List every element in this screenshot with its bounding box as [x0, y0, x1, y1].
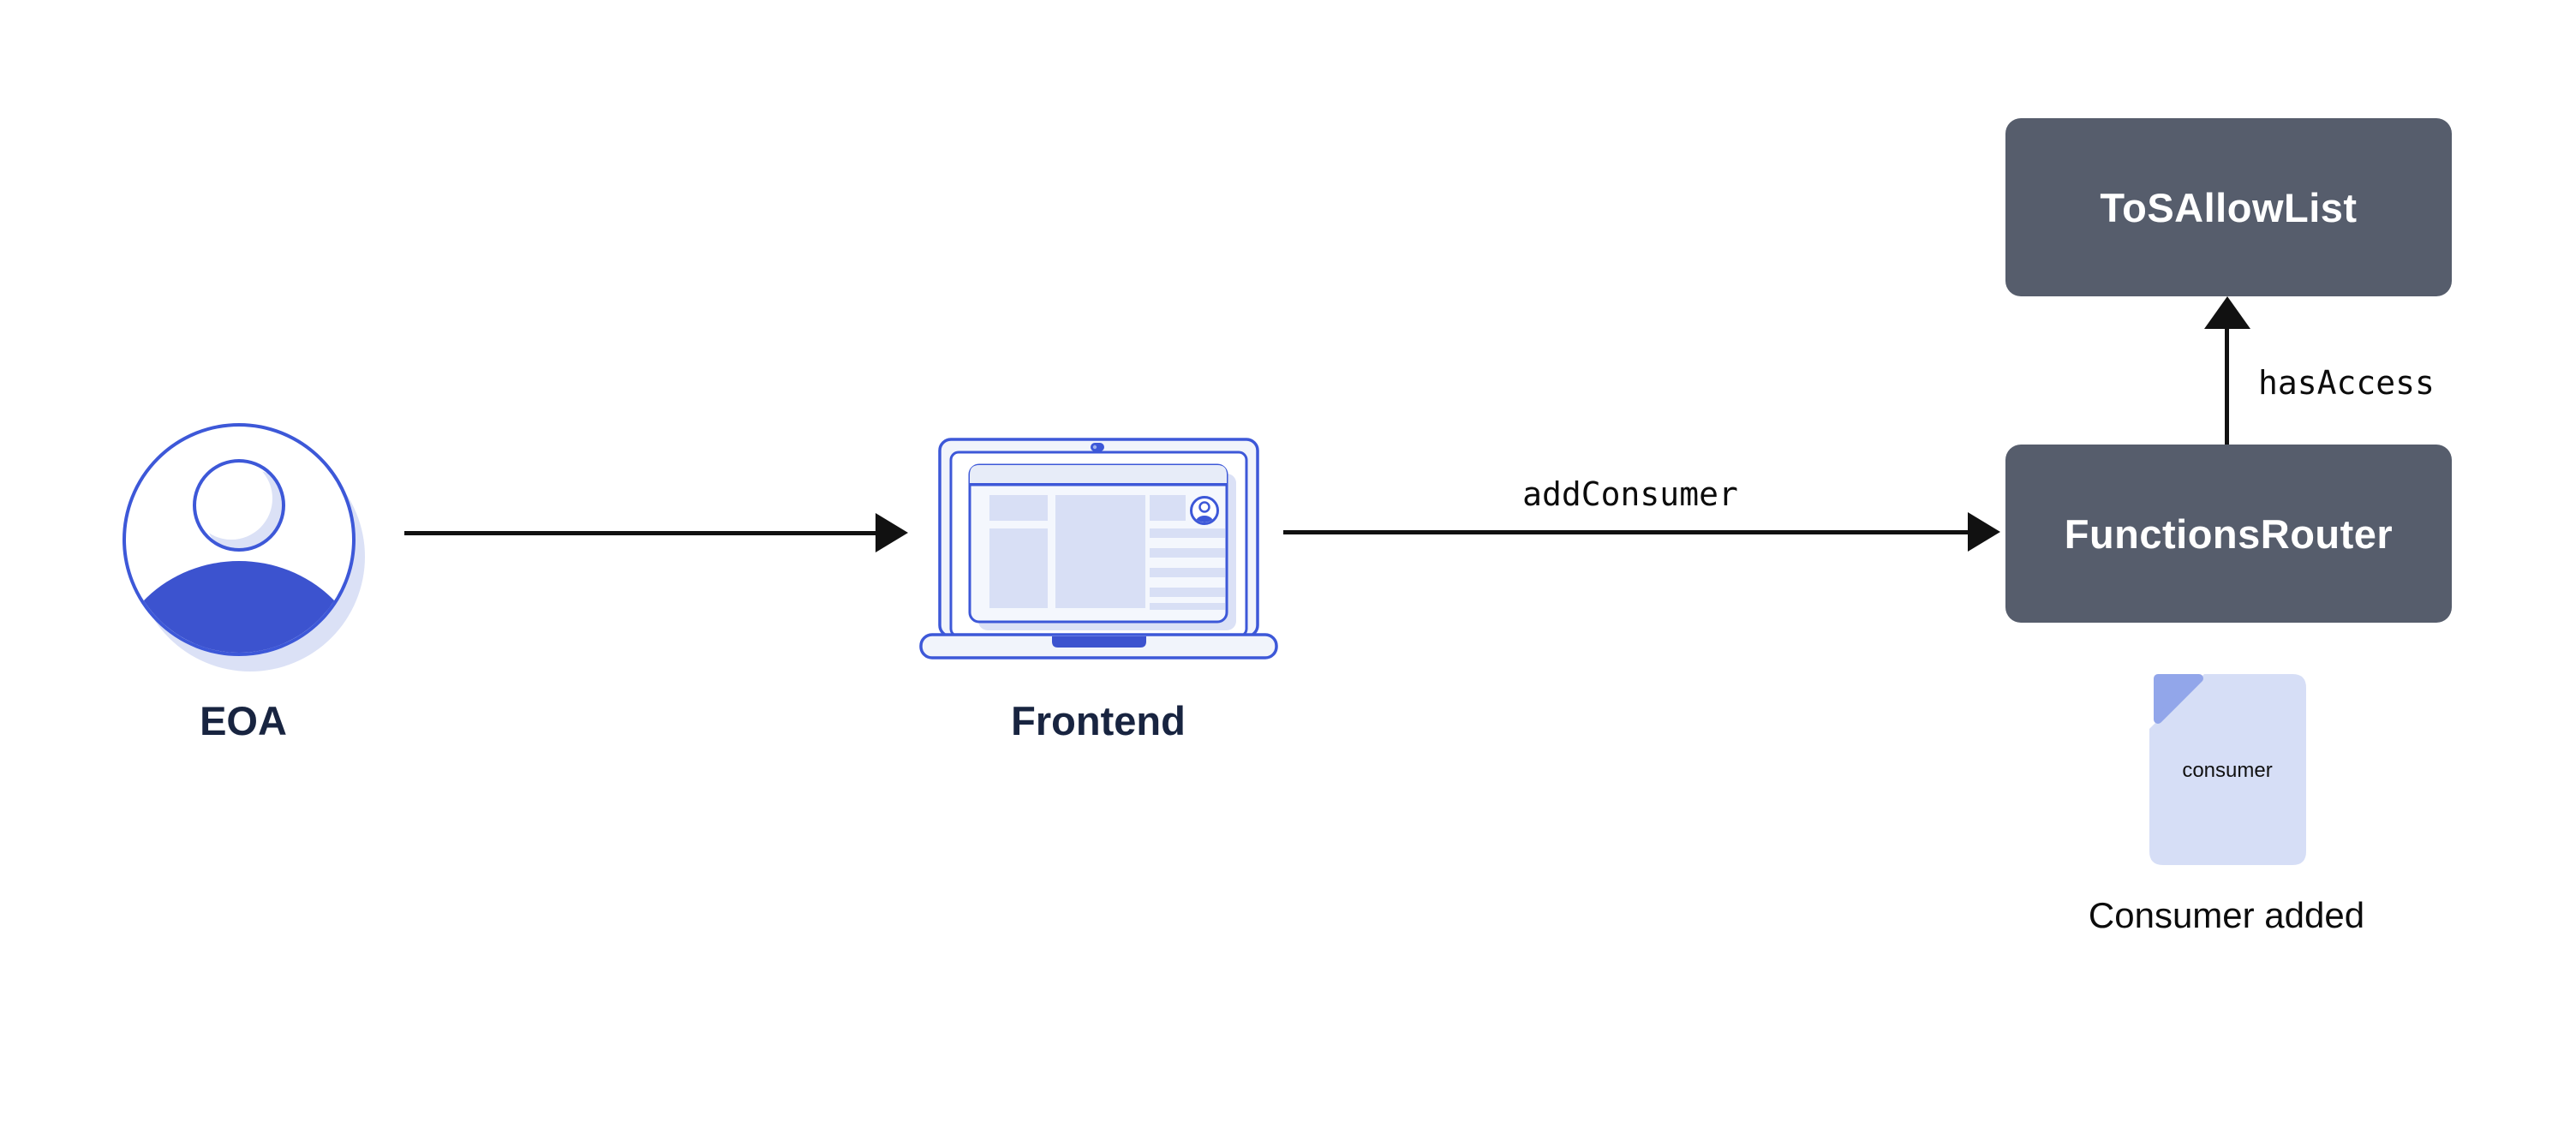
avatar-head-highlight — [196, 463, 272, 540]
browser-header — [970, 465, 1227, 484]
avatar-head-outline — [193, 459, 285, 552]
laptop-base-notch — [1052, 636, 1146, 648]
edge-label-addconsumer: addConsumer — [1522, 475, 1738, 513]
consumer-added-caption: Consumer added — [2088, 895, 2365, 935]
arrow-eoa-to-frontend-line — [404, 531, 877, 535]
avatar-shoulders — [126, 561, 352, 653]
document-page — [2149, 674, 2306, 865]
edge-label-hasaccess: hasAccess — [2258, 364, 2435, 402]
arrow-router-to-allowlist-line — [2225, 326, 2229, 445]
arrow-frontend-to-router-head — [1968, 512, 2000, 552]
functions-router-label: FunctionsRouter — [2064, 510, 2394, 557]
laptop-browser-icon — [919, 438, 1278, 660]
person-avatar-icon — [123, 423, 365, 671]
tos-allow-list-label: ToSAllowList — [2100, 184, 2358, 230]
frontend-label: Frontend — [1011, 698, 1186, 743]
node-tos-allow-list: ToSAllowList — [2005, 118, 2452, 296]
document-fold — [2154, 674, 2203, 724]
eoa-label: EOA — [200, 698, 287, 743]
document-folded-corner-icon — [2149, 674, 2306, 865]
document-text: consumer — [2182, 759, 2273, 782]
laptop-webcam — [1091, 443, 1104, 451]
arrow-router-to-allowlist-head — [2204, 296, 2250, 329]
browser-content-blocks — [989, 495, 1225, 610]
arrow-eoa-to-frontend-head — [876, 513, 908, 552]
browser-header-rule — [970, 483, 1227, 486]
laptop-webcam-dot — [1092, 445, 1097, 450]
node-functions-router: FunctionsRouter — [2005, 445, 2452, 623]
arrow-frontend-to-router-line — [1283, 530, 1969, 534]
